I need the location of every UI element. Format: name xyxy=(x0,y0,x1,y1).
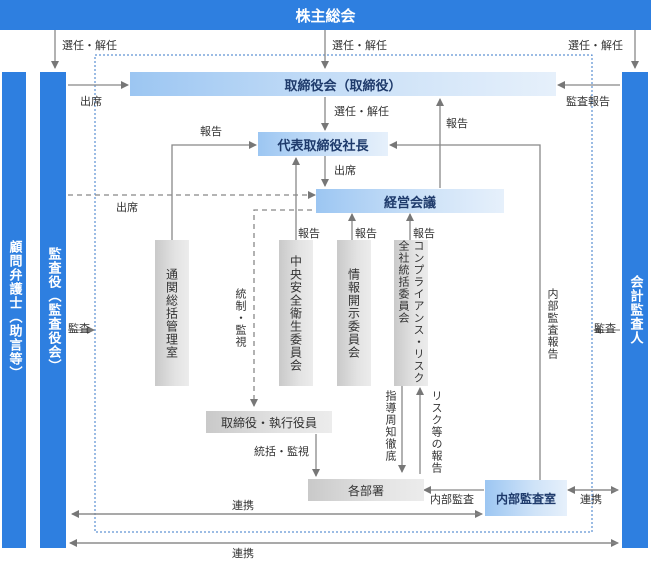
shareholders-box: 株主総会 xyxy=(0,0,651,30)
board-box: 取締役会（取締役） xyxy=(130,72,556,96)
audit-label-right: 監査 xyxy=(594,322,616,335)
disclosure-committee-box: 情報開示委員会 xyxy=(337,240,371,386)
report-compliance-label: 報告 xyxy=(413,227,435,240)
auditors-label: 監査役（監査役会） xyxy=(45,247,61,373)
risk-report-label: リスク等の報告 xyxy=(430,390,443,474)
cooperate-inner-label: 連携 xyxy=(232,499,254,512)
elect-label-center: 選任・解任 xyxy=(332,39,387,52)
elect-board-label: 選任・解任 xyxy=(334,105,389,118)
safety-committee-box: 中央安全衛生委員会 xyxy=(279,240,313,386)
audit-label-left: 監査 xyxy=(68,322,90,335)
elect-label-left: 選任・解任 xyxy=(62,39,117,52)
departments-label: 各部署 xyxy=(347,483,384,498)
report-safety-label: 報告 xyxy=(298,227,320,240)
president-box: 代表取締役社長 xyxy=(258,132,388,156)
report-admin-label: 報告 xyxy=(200,125,222,138)
internal-audit-arrow-label: 内部監査 xyxy=(430,493,474,506)
officers-box: 取締役・執行役員 xyxy=(206,411,332,433)
departments-box: 各部署 xyxy=(308,479,424,501)
officers-label: 取締役・執行役員 xyxy=(220,415,317,430)
attend-meeting-label: 出席 xyxy=(116,201,138,214)
control-monitor-label: 統制・監視 xyxy=(234,288,247,348)
shareholders-label: 株主総会 xyxy=(295,6,356,25)
internal-audit-box: 内部監査室 xyxy=(485,480,567,516)
advisor-box: 顧問弁護士（助言等） xyxy=(2,72,26,548)
accounting-auditor-box: 会計監査人 xyxy=(622,72,648,548)
disclosure-committee-label: 情報開示委員会 xyxy=(346,267,361,359)
compliance-committee-box: コンプライアンス・リスク全社統括委員会 xyxy=(394,240,428,386)
supervise-label: 統括・監視 xyxy=(254,445,309,458)
report-board-label: 報告 xyxy=(446,117,468,130)
board-label: 取締役会（取締役） xyxy=(284,78,402,94)
auditors-box: 監査役（監査役会） xyxy=(40,72,66,548)
compliance-committee-label: コンプライアンス・リスク全社統括委員会 xyxy=(397,240,425,384)
internal-audit-report-label: 内部監査報告 xyxy=(546,288,559,360)
report-disclosure-label: 報告 xyxy=(355,227,377,240)
accounting-auditor-label: 会計監査人 xyxy=(627,275,643,345)
admin-office-box: 通関総括管理室 xyxy=(155,240,189,386)
management-meeting-box: 経営会議 xyxy=(316,189,504,213)
management-meeting-label: 経営会議 xyxy=(383,195,436,211)
attend-president-label: 出席 xyxy=(334,164,356,177)
audit-report-label: 監査報告 xyxy=(566,95,610,108)
cooperate-bottom-label: 連携 xyxy=(232,547,254,560)
safety-committee-label: 中央安全衛生委員会 xyxy=(288,254,303,372)
cooperate-right-label: 連携 xyxy=(580,493,602,506)
admin-office-label: 通関総括管理室 xyxy=(164,267,179,359)
instruct-label: 指導周知徹底 xyxy=(384,390,397,462)
internal-audit-label: 内部監査室 xyxy=(495,491,556,506)
attend-label-left: 出席 xyxy=(80,95,102,108)
advisor-label: 顧問弁護士（助言等） xyxy=(6,240,22,380)
president-label: 代表取締役社長 xyxy=(277,138,369,154)
elect-label-right: 選任・解任 xyxy=(568,39,623,52)
